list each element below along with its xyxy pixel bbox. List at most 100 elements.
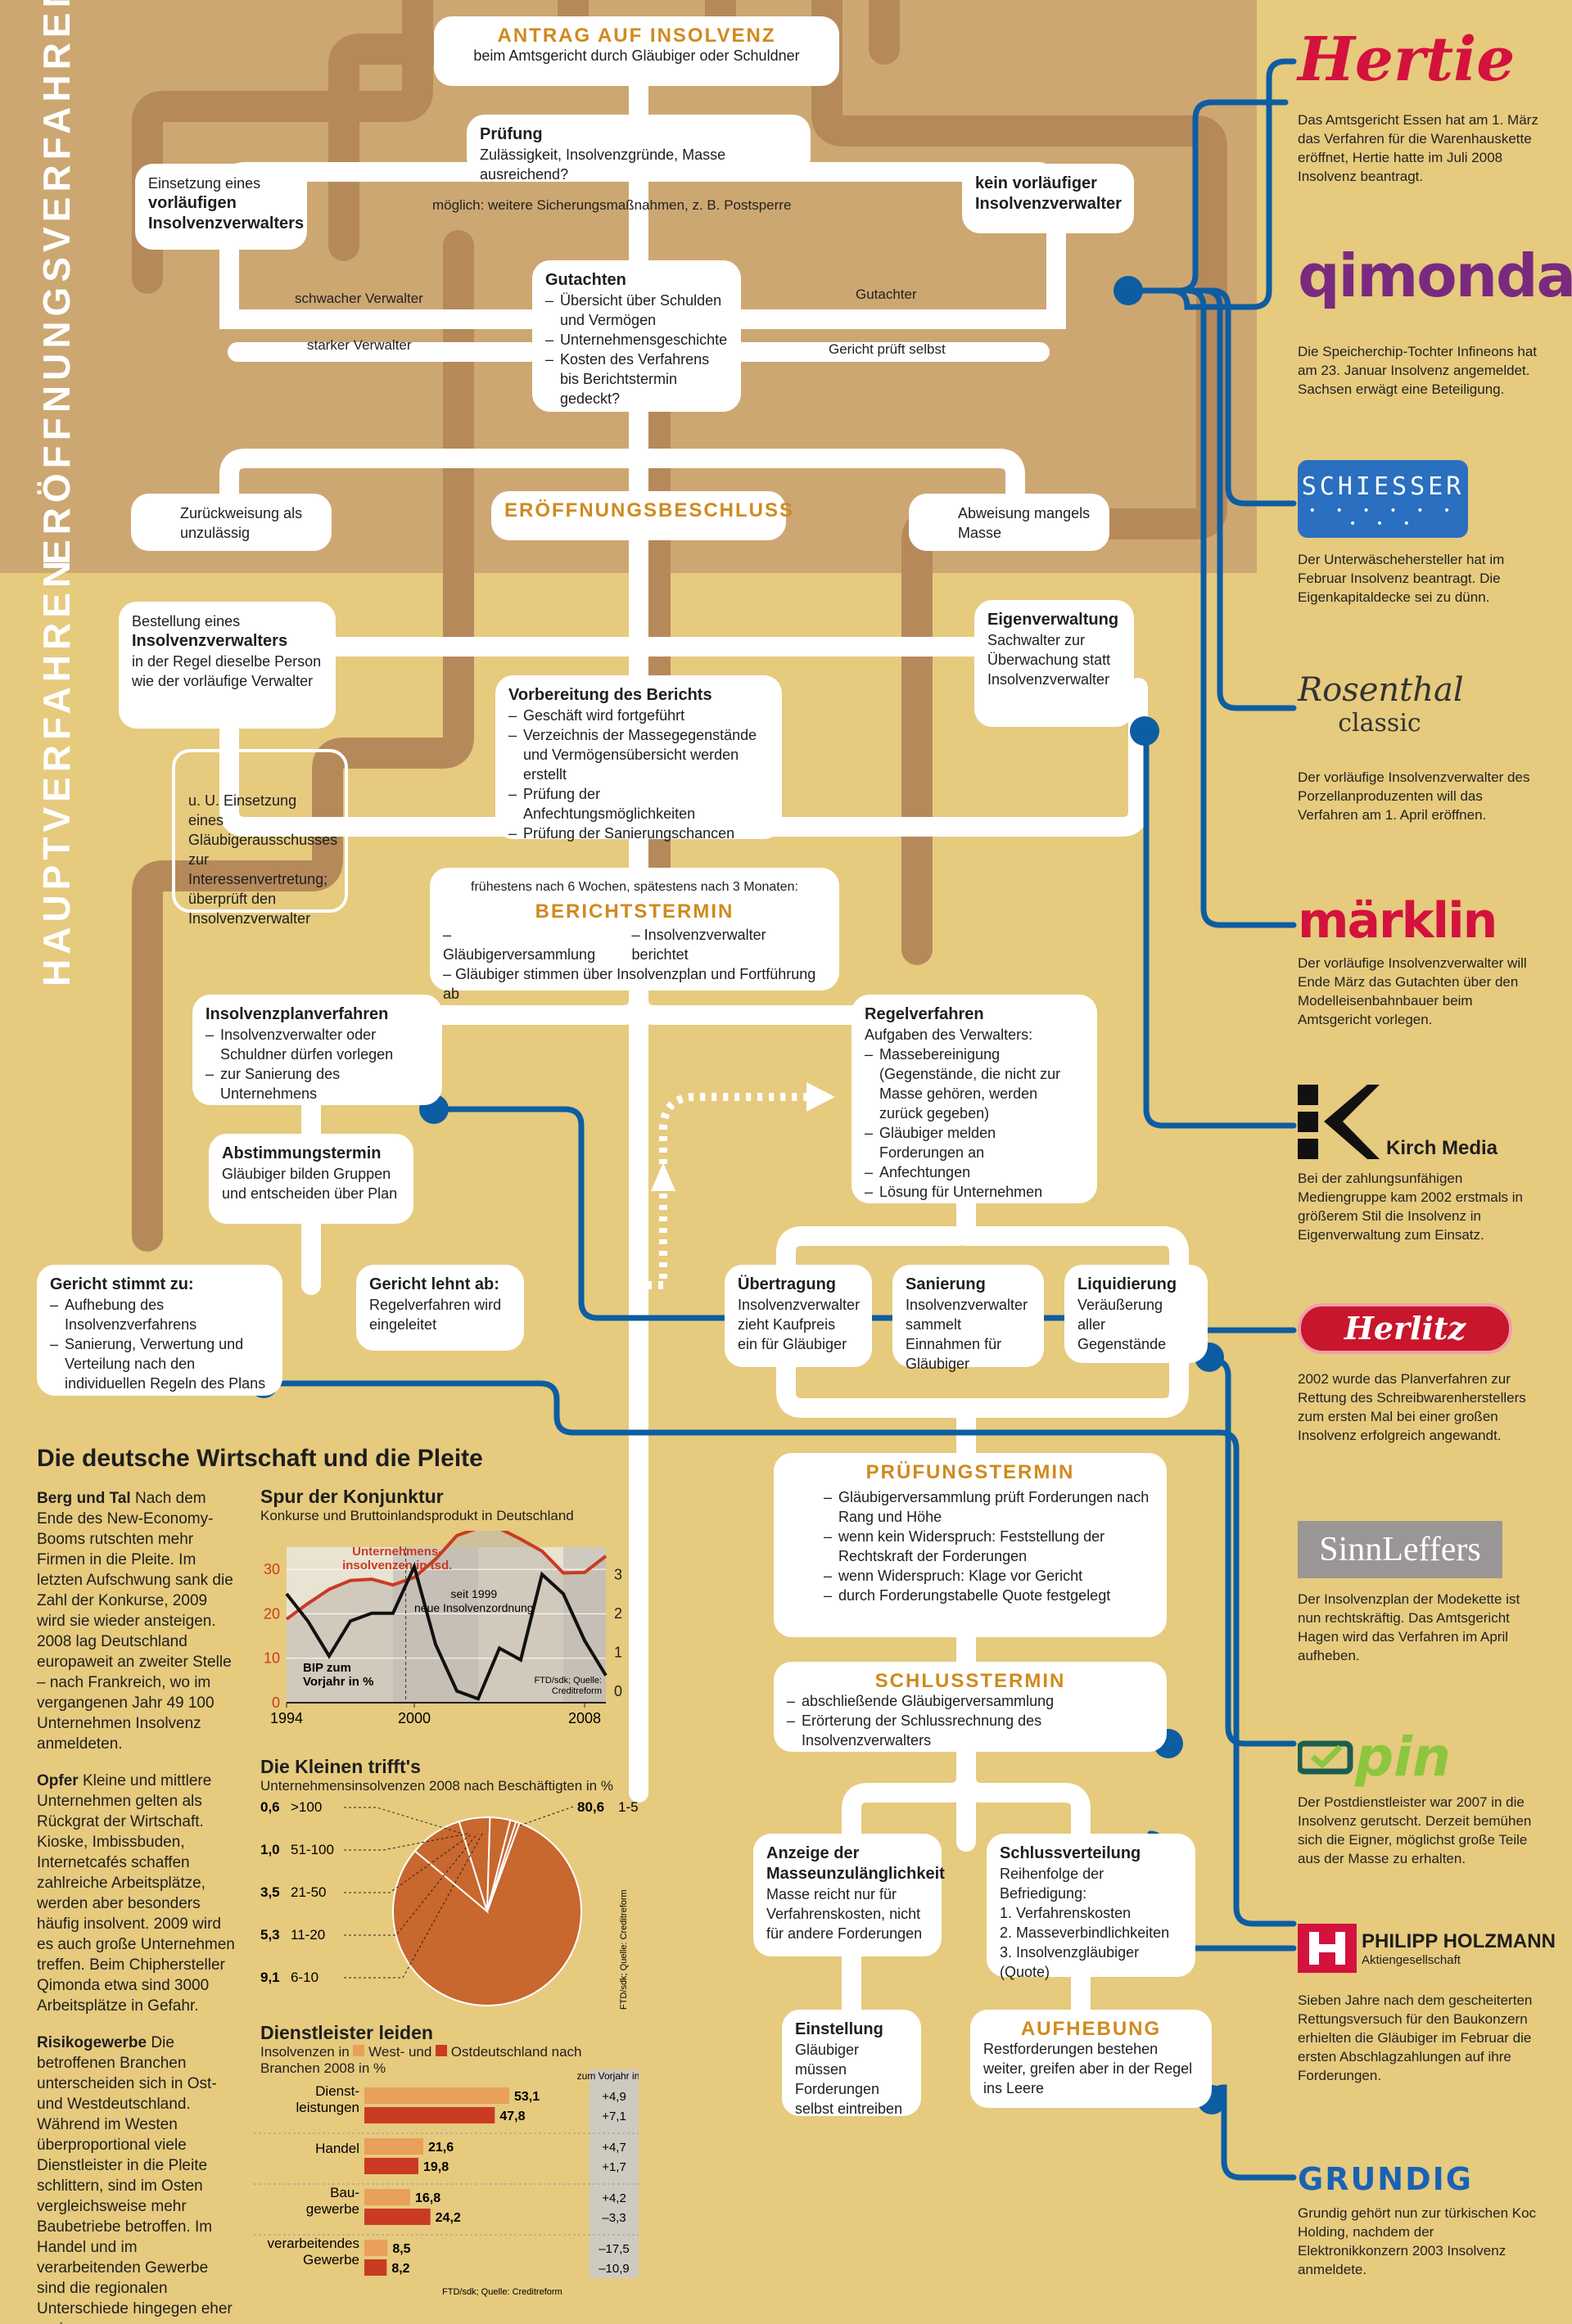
chart-dienstleister-header: Dienstleister leiden Insolvenzen in West…: [260, 2022, 637, 2077]
pruefungstermin-title: PRÜFUNGSTERMIN: [865, 1461, 1075, 1483]
berichtstermin-title: BERICHTSTERMIN: [535, 900, 734, 923]
y-right-tick-label: 2: [614, 1605, 622, 1622]
zurueckweisung-box: Zurückweisung als unzulässig: [131, 494, 332, 551]
company-text-pin: Der Postdienstleister war 2007 in die In…: [1298, 1794, 1532, 1866]
y-right-tick-label: 0: [614, 1683, 622, 1699]
article-paragraph: Risikogewerbe Die betroffenen Branchen u…: [37, 2034, 233, 2324]
label-line: FTD/sdk; Quelle:: [534, 1676, 602, 1685]
eroeffnung-box: ERÖFFNUNGSBESCHLUSS: [491, 491, 795, 540]
bar-value-label: 53,1: [514, 2090, 540, 2104]
company-text-maerklin: Der vorläufige Insolvenzverwalter will E…: [1298, 955, 1527, 1027]
regelverfahren-title: Regelverfahren: [865, 1005, 984, 1023]
schwach-label: schwacher Verwalter: [295, 291, 423, 306]
vorlaeufig-box: Einsetzung eines vorläufigen Insolvenzve…: [135, 164, 307, 250]
chart-dienstleister-title: Dienstleister leiden: [260, 2022, 433, 2043]
company-text-kirchmedia: Bei der zahlungsunfähigen Mediengruppe k…: [1298, 1171, 1523, 1243]
bar-ost: [364, 2158, 418, 2174]
series-label-insolvenzen: Unternehmens-insolvenzen in tsd.: [342, 1545, 452, 1573]
chart-kleinen-subtitle: Unternehmensinsolvenzen 2008 nach Beschä…: [260, 1778, 613, 1794]
label-line: Bau-: [330, 2185, 359, 2200]
change-column-bg: [590, 2069, 639, 2278]
gericht-ab-text: Regelverfahren wird eingeleitet: [369, 1297, 502, 1333]
y-left-tick-label: 0: [272, 1694, 280, 1711]
pruefung-text: Zulässigkeit, Insolvenzgründe, Masse aus…: [480, 147, 726, 183]
bestellung-title: Insolvenzverwalters: [132, 632, 288, 650]
abstimmung-title: Abstimmungstermin: [222, 1144, 382, 1162]
pin-logo: pin: [1298, 1726, 1451, 1789]
bar-value-label: 24,2: [436, 2211, 461, 2225]
label-line: Dienst-: [315, 2083, 359, 2099]
bar-change-label: +4,9: [602, 2090, 626, 2104]
abstimmung-box: Abstimmungstermin Gläubiger bilden Grupp…: [209, 1134, 413, 1224]
pie-slice-1-5: [392, 1821, 582, 2006]
vorbereitung-item: Prüfung der Sanierungschancen: [508, 824, 769, 843]
company-text-sinnleffers: Der Insolvenzplan der Modekette ist nun …: [1298, 1591, 1520, 1663]
label-line: neue Insolvenzordnung: [414, 1601, 534, 1614]
y-left-tick-label: 30: [264, 1561, 280, 1577]
label-line: verarbeitendes: [268, 2236, 359, 2251]
label-line: Vorjahr in %: [303, 1675, 373, 1689]
company-text-hertie: Das Amtsgericht Essen hat am 1. März das…: [1298, 112, 1538, 184]
glaeubigerausschuss-box: u. U. Einsetzung eines Gläubigerausschus…: [172, 749, 348, 927]
bar-west: [364, 2087, 509, 2104]
liquidierung-text: Veräußerung aller Gegenstände: [1077, 1297, 1167, 1352]
pruefung-box: Prüfung Zulässigkeit, Insolvenzgründe, M…: [467, 115, 811, 183]
bar-change-label: +7,1: [602, 2110, 626, 2123]
pruefungstermin-item: Gläubigerversammlung prüft Forderungen n…: [824, 1487, 1154, 1527]
vorbereitung-box: Vorbereitung des Berichts Geschäft wird …: [495, 675, 782, 843]
berichtstermin-row: – Gläubigerversammlung – Insolvenzverwal…: [443, 925, 826, 964]
bar-ost: [364, 2209, 431, 2225]
bar-category-label: Bau-gewerbe: [306, 2185, 359, 2217]
pruefung-title: Prüfung: [480, 125, 543, 143]
label-line: Unternehmens-: [352, 1545, 442, 1559]
schlussverteilung-item: 1. Verfahrenskosten: [1000, 1905, 1132, 1921]
regelverfahren-item: Lösung für Unternehmen: [865, 1182, 1084, 1202]
y-right-tick-label: 1: [614, 1644, 622, 1660]
pie-category-label: 6-10: [291, 1970, 318, 1985]
schiesser-logo: SCHIESSER • • • • • • • • •: [1298, 460, 1468, 538]
herlitz-logo: Herlitz: [1298, 1303, 1512, 1354]
vorlaeufig-title: vorläufigen Insolvenzverwalters: [148, 194, 305, 232]
source-label: FTD/sdk; Quelle:Creditreform: [534, 1676, 602, 1696]
label-line: gewerbe: [306, 2201, 359, 2217]
label-line: Gewerbe: [303, 2252, 359, 2268]
chart-dienstleister: zum Vorjahr in %Dienst-leistungen53,1+4,…: [254, 2069, 639, 2297]
abstimmung-text: Gläubiger bilden Gruppen und entscheiden…: [222, 1166, 398, 1202]
regelverfahren-item: Massebereinigung (Gegenstände, die nicht…: [865, 1045, 1084, 1123]
bar-value-label: 19,8: [423, 2160, 449, 2174]
x-tick-label: 2000: [398, 1710, 431, 1726]
bar-ost: [364, 2107, 495, 2123]
einstellung-box: Einstellung Gläubiger müssen Forderungen…: [782, 2010, 921, 2117]
eigenverwaltung-box: Eigenverwaltung Sachwalter zur Überwachu…: [974, 600, 1134, 727]
vorbereitung-item: Verzeichnis der Massegegenstände und Ver…: [508, 725, 769, 784]
pie-category-label: 51-100: [291, 1842, 334, 1857]
gericht-ab-box: Gericht lehnt ab: Regelverfahren wird ei…: [356, 1265, 524, 1351]
bar-value-label: 8,2: [391, 2262, 409, 2276]
label-line: Handel: [315, 2141, 359, 2156]
eroeffnung-title: ERÖFFNUNGSBESCHLUSS: [504, 499, 795, 521]
gericht-zu-item: Aufhebung des Insolvenzverfahrens: [50, 1295, 269, 1334]
eigenverwaltung-text: Sachwalter zur Überwachung statt Insolve…: [987, 632, 1111, 688]
pie-leader: [344, 1833, 468, 1851]
sinnleffers-logo: SinnLeffers: [1298, 1521, 1502, 1578]
uebertragung-box: Übertragung Insolvenzverwalter zieht Kau…: [725, 1265, 872, 1367]
liquidierung-box: Liquidierung Veräußerung aller Gegenstän…: [1064, 1265, 1208, 1363]
change-header: zum Vorjahr in %: [577, 2070, 639, 2082]
vorbereitung-item: Prüfung der Anfechtungsmöglichkeiten: [508, 784, 769, 824]
stark-label: starker Verwalter: [307, 337, 412, 353]
gutachten-item: Unternehmensgeschichte: [545, 330, 728, 350]
aufhebung-box: AUFHEBUNG Restforderungen bestehen weite…: [970, 2010, 1212, 2108]
pie-value-label: 0,6: [260, 1799, 280, 1815]
bar-change-label: –10,9: [599, 2262, 630, 2276]
gericht-zu-box: Gericht stimmt zu: Aufhebung des Insolve…: [37, 1265, 282, 1396]
chart-konjunktur-header: Spur der Konjunktur Konkurse und Bruttoi…: [260, 1486, 637, 1524]
schlussverteilung-sub: Reihenfolge der Befriedigung:: [1000, 1866, 1104, 1902]
pie-category-label: 1-5: [618, 1799, 639, 1815]
berichtstermin-item: – Gläubiger stimmen über Insolvenzplan u…: [443, 966, 816, 1002]
kirchmedia-logo: Kirch Media: [1298, 1085, 1497, 1160]
bestellung-pre: Bestellung eines: [132, 613, 241, 630]
chart-konjunktur-subtitle: Konkurse und Bruttoinlandsprodukt in Deu…: [260, 1508, 574, 1523]
planverfahren-item: Insolvenzverwalter oder Schuldner dürfen…: [206, 1025, 429, 1064]
